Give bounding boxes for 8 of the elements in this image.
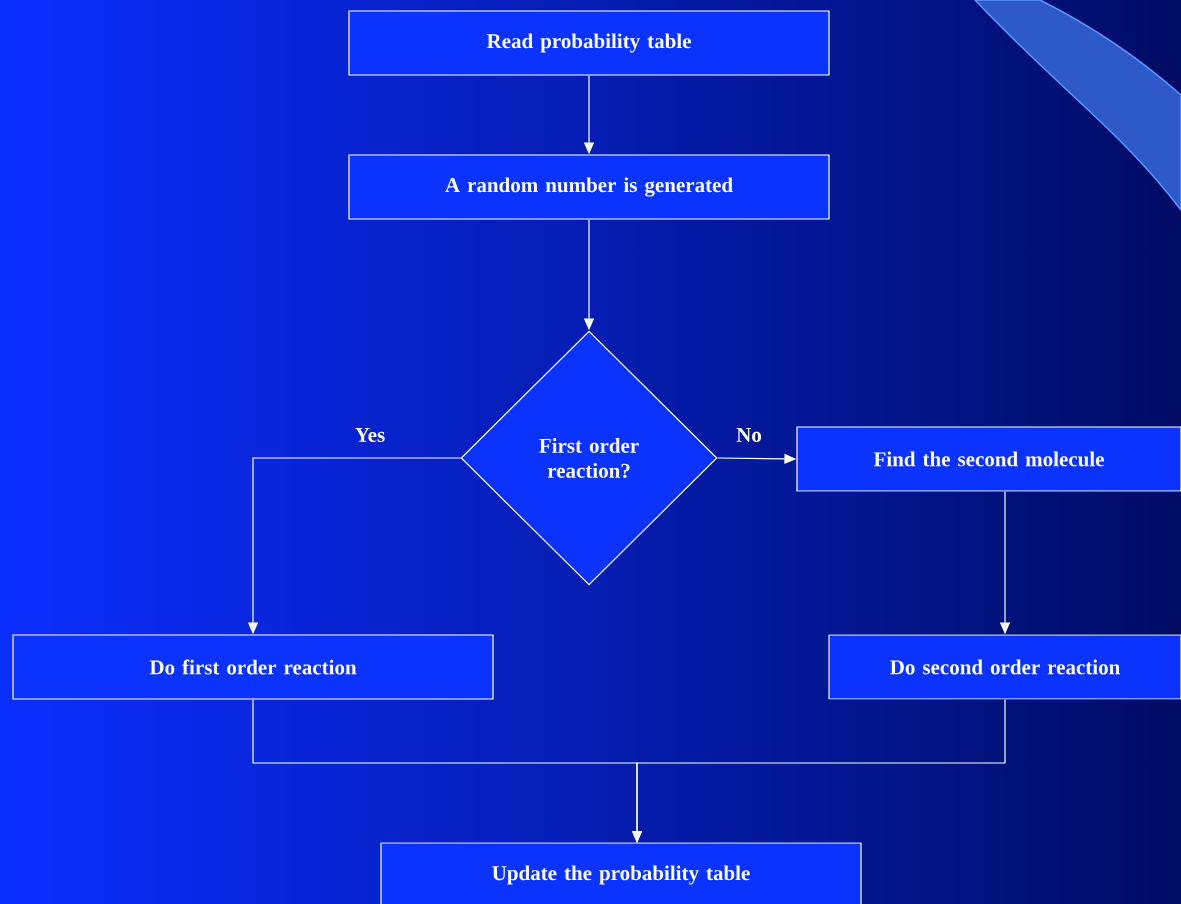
process-box: A random number is generated bbox=[348, 154, 830, 220]
edge-label: Yes bbox=[355, 428, 385, 442]
process-box: Do first order reaction bbox=[12, 634, 494, 700]
edge-label: No bbox=[736, 428, 762, 442]
process-box: Do second order reaction bbox=[828, 634, 1181, 700]
process-box: Update the probability table bbox=[380, 842, 862, 904]
process-box: Find the second molecule bbox=[796, 426, 1181, 492]
process-box: Read probability table bbox=[348, 10, 830, 76]
